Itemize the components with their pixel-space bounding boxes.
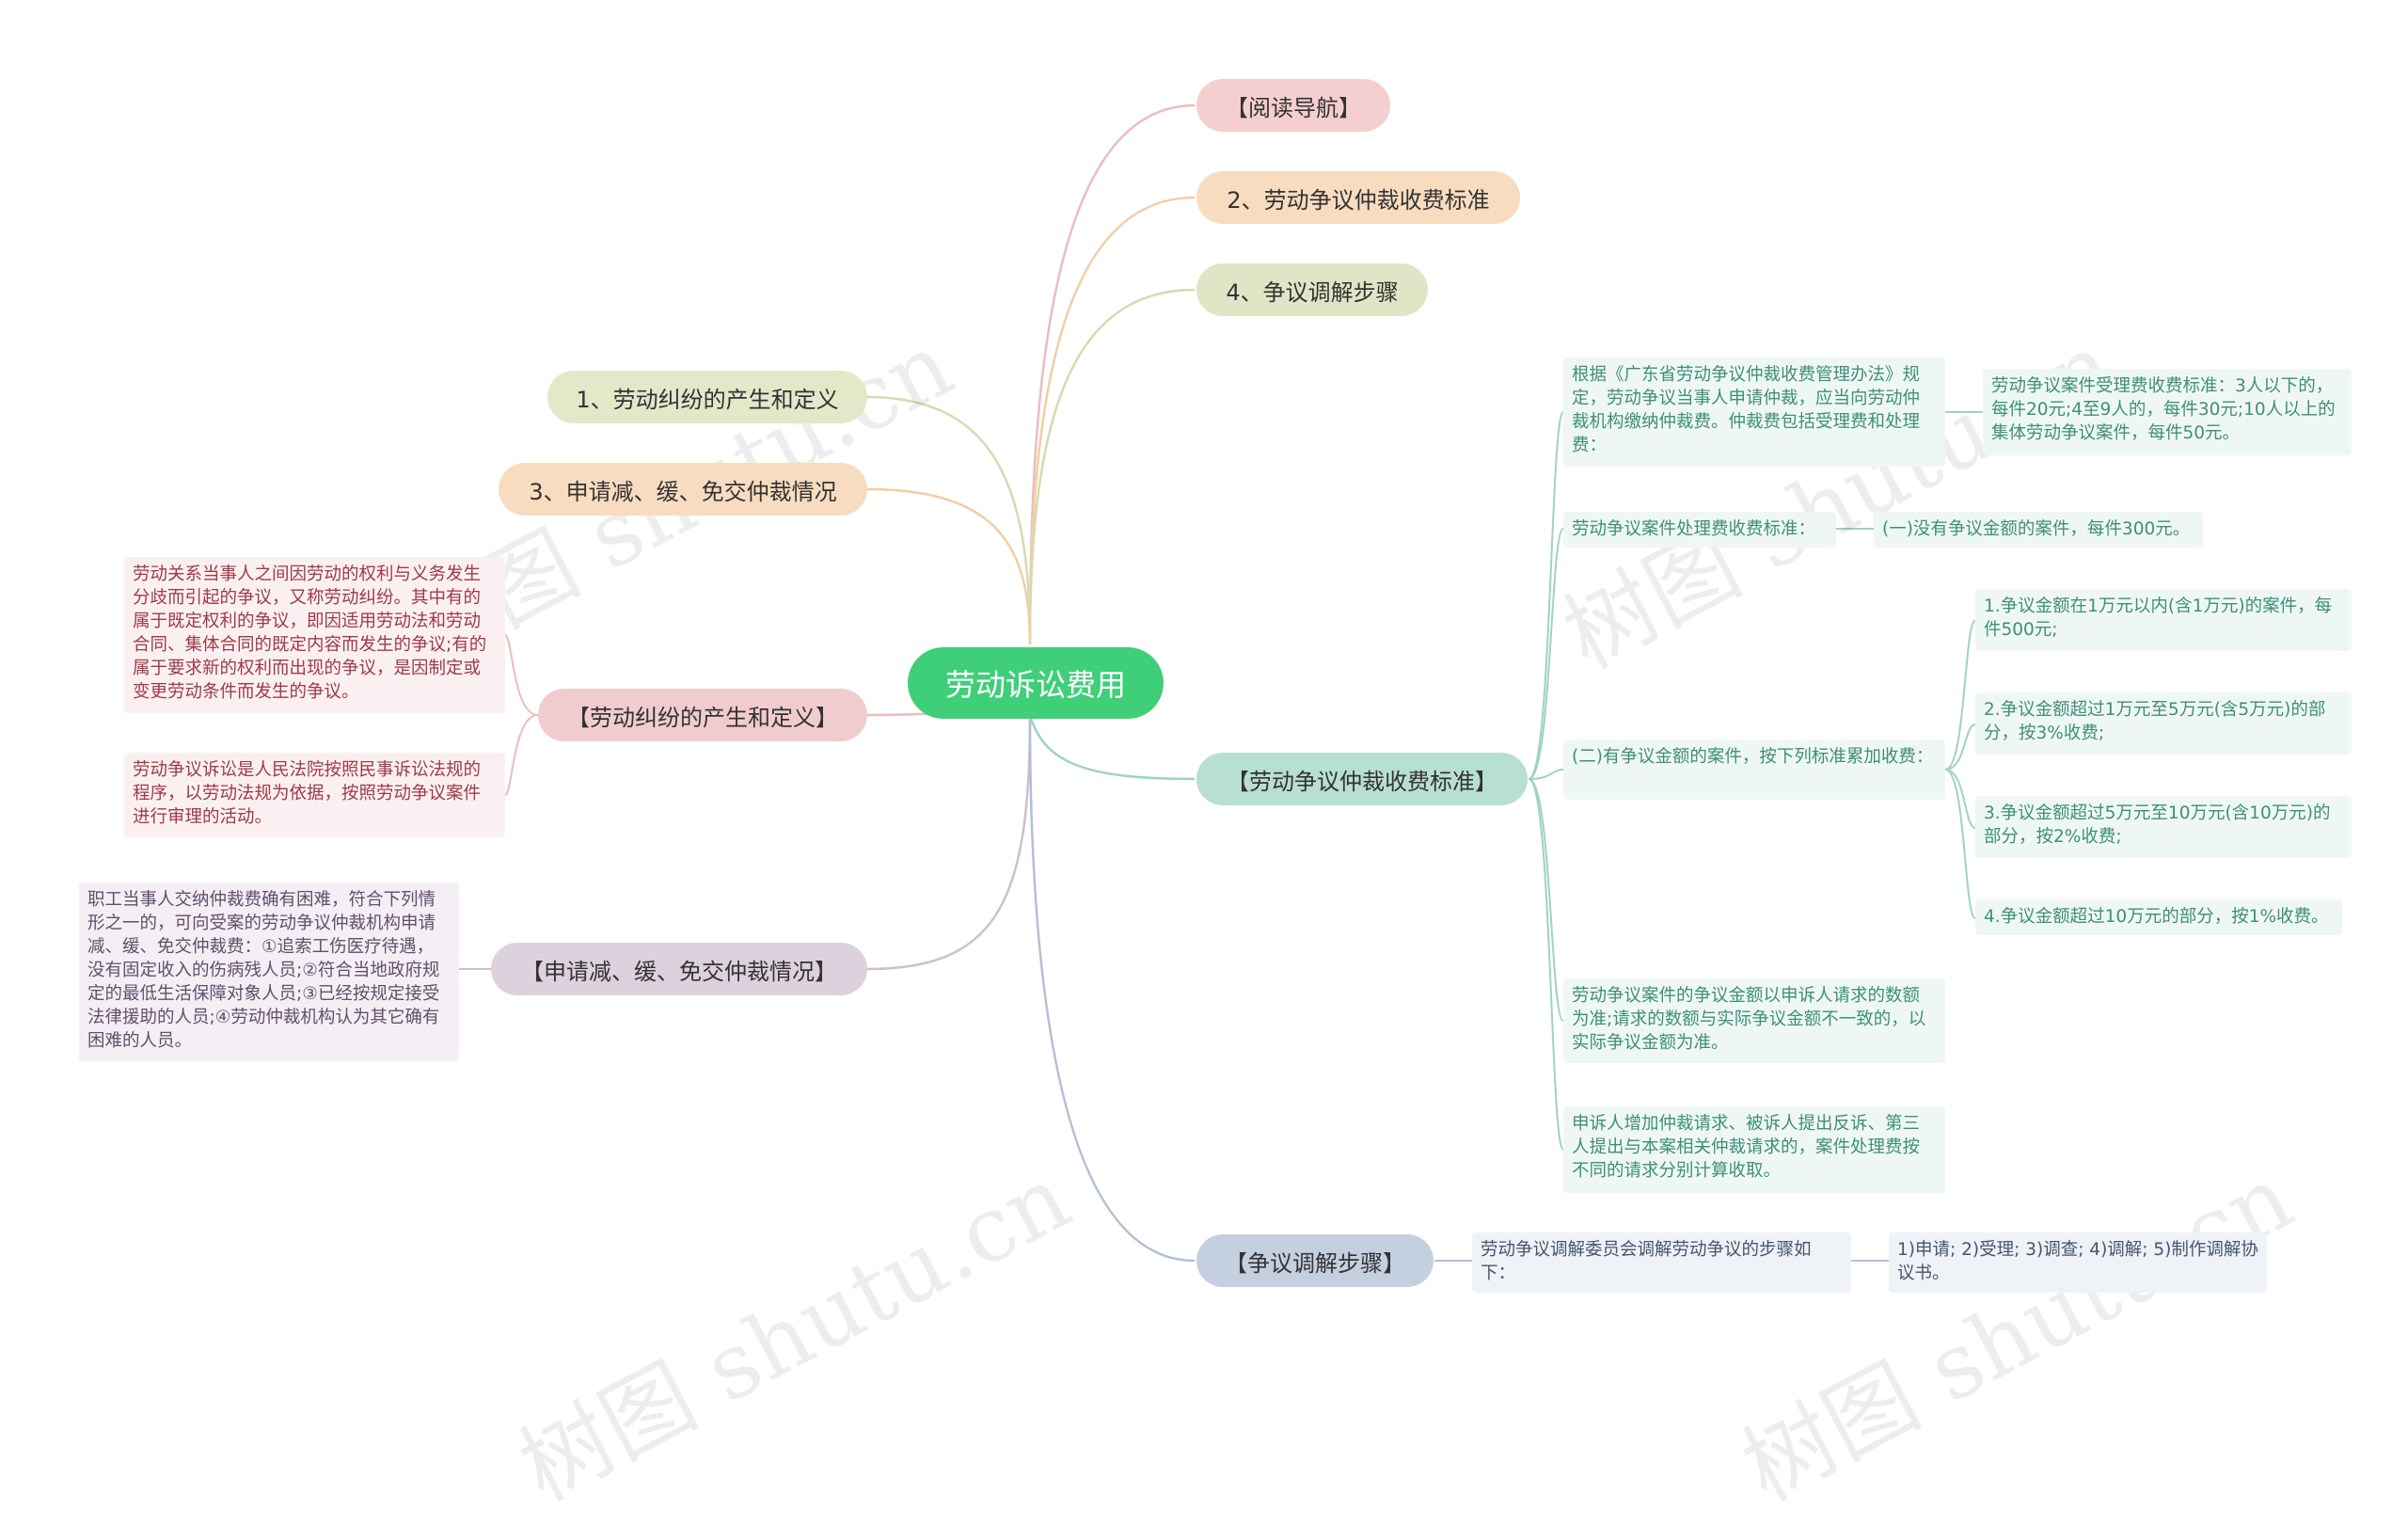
leaf-dispute-definition-text: 劳动关系当事人之间因劳动的权利与义务发生分歧而引起的争议，又称劳动纠纷。其中有的… <box>124 557 505 713</box>
branch-reduce-exempt-3[interactable]: 3、申请减、缓、免交仲裁情况 <box>499 463 867 516</box>
mind-map-canvas: 树图 shutu.cn 树图 shutu.cn 树图 shutu.cn 树图 s… <box>79 79 2352 1521</box>
root-topic[interactable]: 劳动诉讼费用 <box>908 647 1164 719</box>
leaf-fee-tier-1: 1.争议金额在1万元以内(含1万元)的案件，每件500元; <box>1975 589 2352 651</box>
leaf-steps-intro: 劳动争议调解委员会调解劳动争议的步骤如下： <box>1472 1232 1851 1293</box>
leaf-fee-no-amount: (一)没有争议金额的案件，每件300元。 <box>1874 512 2203 548</box>
edge-def-leaf2 <box>504 714 539 796</box>
branch-reduce-exempt[interactable]: 【申请减、缓、免交仲裁情况】 <box>491 943 867 995</box>
leaf-fee-tier-4: 4.争议金额超过10万元的部分，按1%收费。 <box>1975 899 2342 935</box>
edge-fee-with <box>1528 769 1564 780</box>
edge-fee-amount <box>1528 778 1564 1022</box>
edge-root-nav <box>1028 103 1196 645</box>
leaf-steps-list: 1)申请; 2)受理; 3)调查; 4)调解; 5)制作调解协议书。 <box>1889 1232 2267 1293</box>
edge-root-reduce3 <box>866 487 1032 645</box>
branch-mediation-steps-4[interactable]: 4、争议调解步骤 <box>1196 263 1428 316</box>
edge-root-steps4 <box>1028 288 1196 645</box>
branch-dispute-definition-1[interactable]: 1、劳动纠纷的产生和定义 <box>547 371 867 423</box>
branch-fee-standard[interactable]: 【劳动争议仲裁收费标准】 <box>1196 753 1528 805</box>
leaf-reduce-conditions-text: 职工当事人交纳仲裁费确有困难，符合下列情形之一的，可向受案的劳动争议仲裁机构申请… <box>79 882 459 1061</box>
branch-mediation-steps[interactable]: 【争议调解步骤】 <box>1196 1234 1434 1287</box>
edge-with-tier4 <box>1944 769 1976 919</box>
edge-def-leaf1 <box>504 634 539 716</box>
edge-fee-added <box>1528 778 1564 1151</box>
branch-reading-nav[interactable]: 【阅读导航】 <box>1196 79 1390 132</box>
leaf-fee-added-claims: 申诉人增加仲裁请求、被诉人提出反诉、第三人提出与本案相关仲裁请求的，案件处理费按… <box>1563 1106 1945 1193</box>
edge-root-fee2 <box>1028 196 1196 645</box>
edge-root-reduce <box>866 714 1032 971</box>
edge-root-def1 <box>866 395 1032 645</box>
edge-root-fee <box>1028 714 1196 781</box>
leaf-fee-with-amount: (二)有争议金额的案件，按下列标准累加收费： <box>1563 739 1945 800</box>
leaf-fee-tier-3: 3.争议金额超过5万元至10万元(含10万元)的部分，按2%收费; <box>1975 796 2352 858</box>
edge-root-steps <box>1028 714 1196 1263</box>
leaf-fee-tier-2: 2.争议金额超过1万元至5万元(含5万元)的部分，按3%收费; <box>1975 692 2352 755</box>
edge-fee-handle <box>1528 528 1564 780</box>
branch-fee-standard-2[interactable]: 2、劳动争议仲裁收费标准 <box>1196 171 1520 224</box>
edge-with-tier2 <box>1944 723 1976 771</box>
leaf-fee-basis: 根据《广东省劳动争议仲裁收费管理办法》规定，劳动争议当事人申请仲裁，应当向劳动仲… <box>1563 358 1945 467</box>
branch-dispute-definition[interactable]: 【劳动纠纷的产生和定义】 <box>538 689 867 741</box>
edge-with-tier1 <box>1944 620 1976 771</box>
leaf-fee-amount-basis: 劳动争议案件的争议金额以申诉人请求的数额为准;请求的数额与实际争议金额不一致的，… <box>1563 978 1945 1063</box>
leaf-fee-handle: 劳动争议案件处理费收费标准： <box>1563 512 1836 548</box>
leaf-fee-accept: 劳动争议案件受理费收费标准：3人以下的，每件20元;4至9人的，每件30元;10… <box>1983 369 2352 455</box>
edge-fee-basis <box>1528 411 1564 780</box>
leaf-litigation-definition-text: 劳动争议诉讼是人民法院按照民事诉讼法规的程序，以劳动法规为依据，按照劳动争议案件… <box>124 753 505 837</box>
edge-with-tier3 <box>1944 769 1976 829</box>
